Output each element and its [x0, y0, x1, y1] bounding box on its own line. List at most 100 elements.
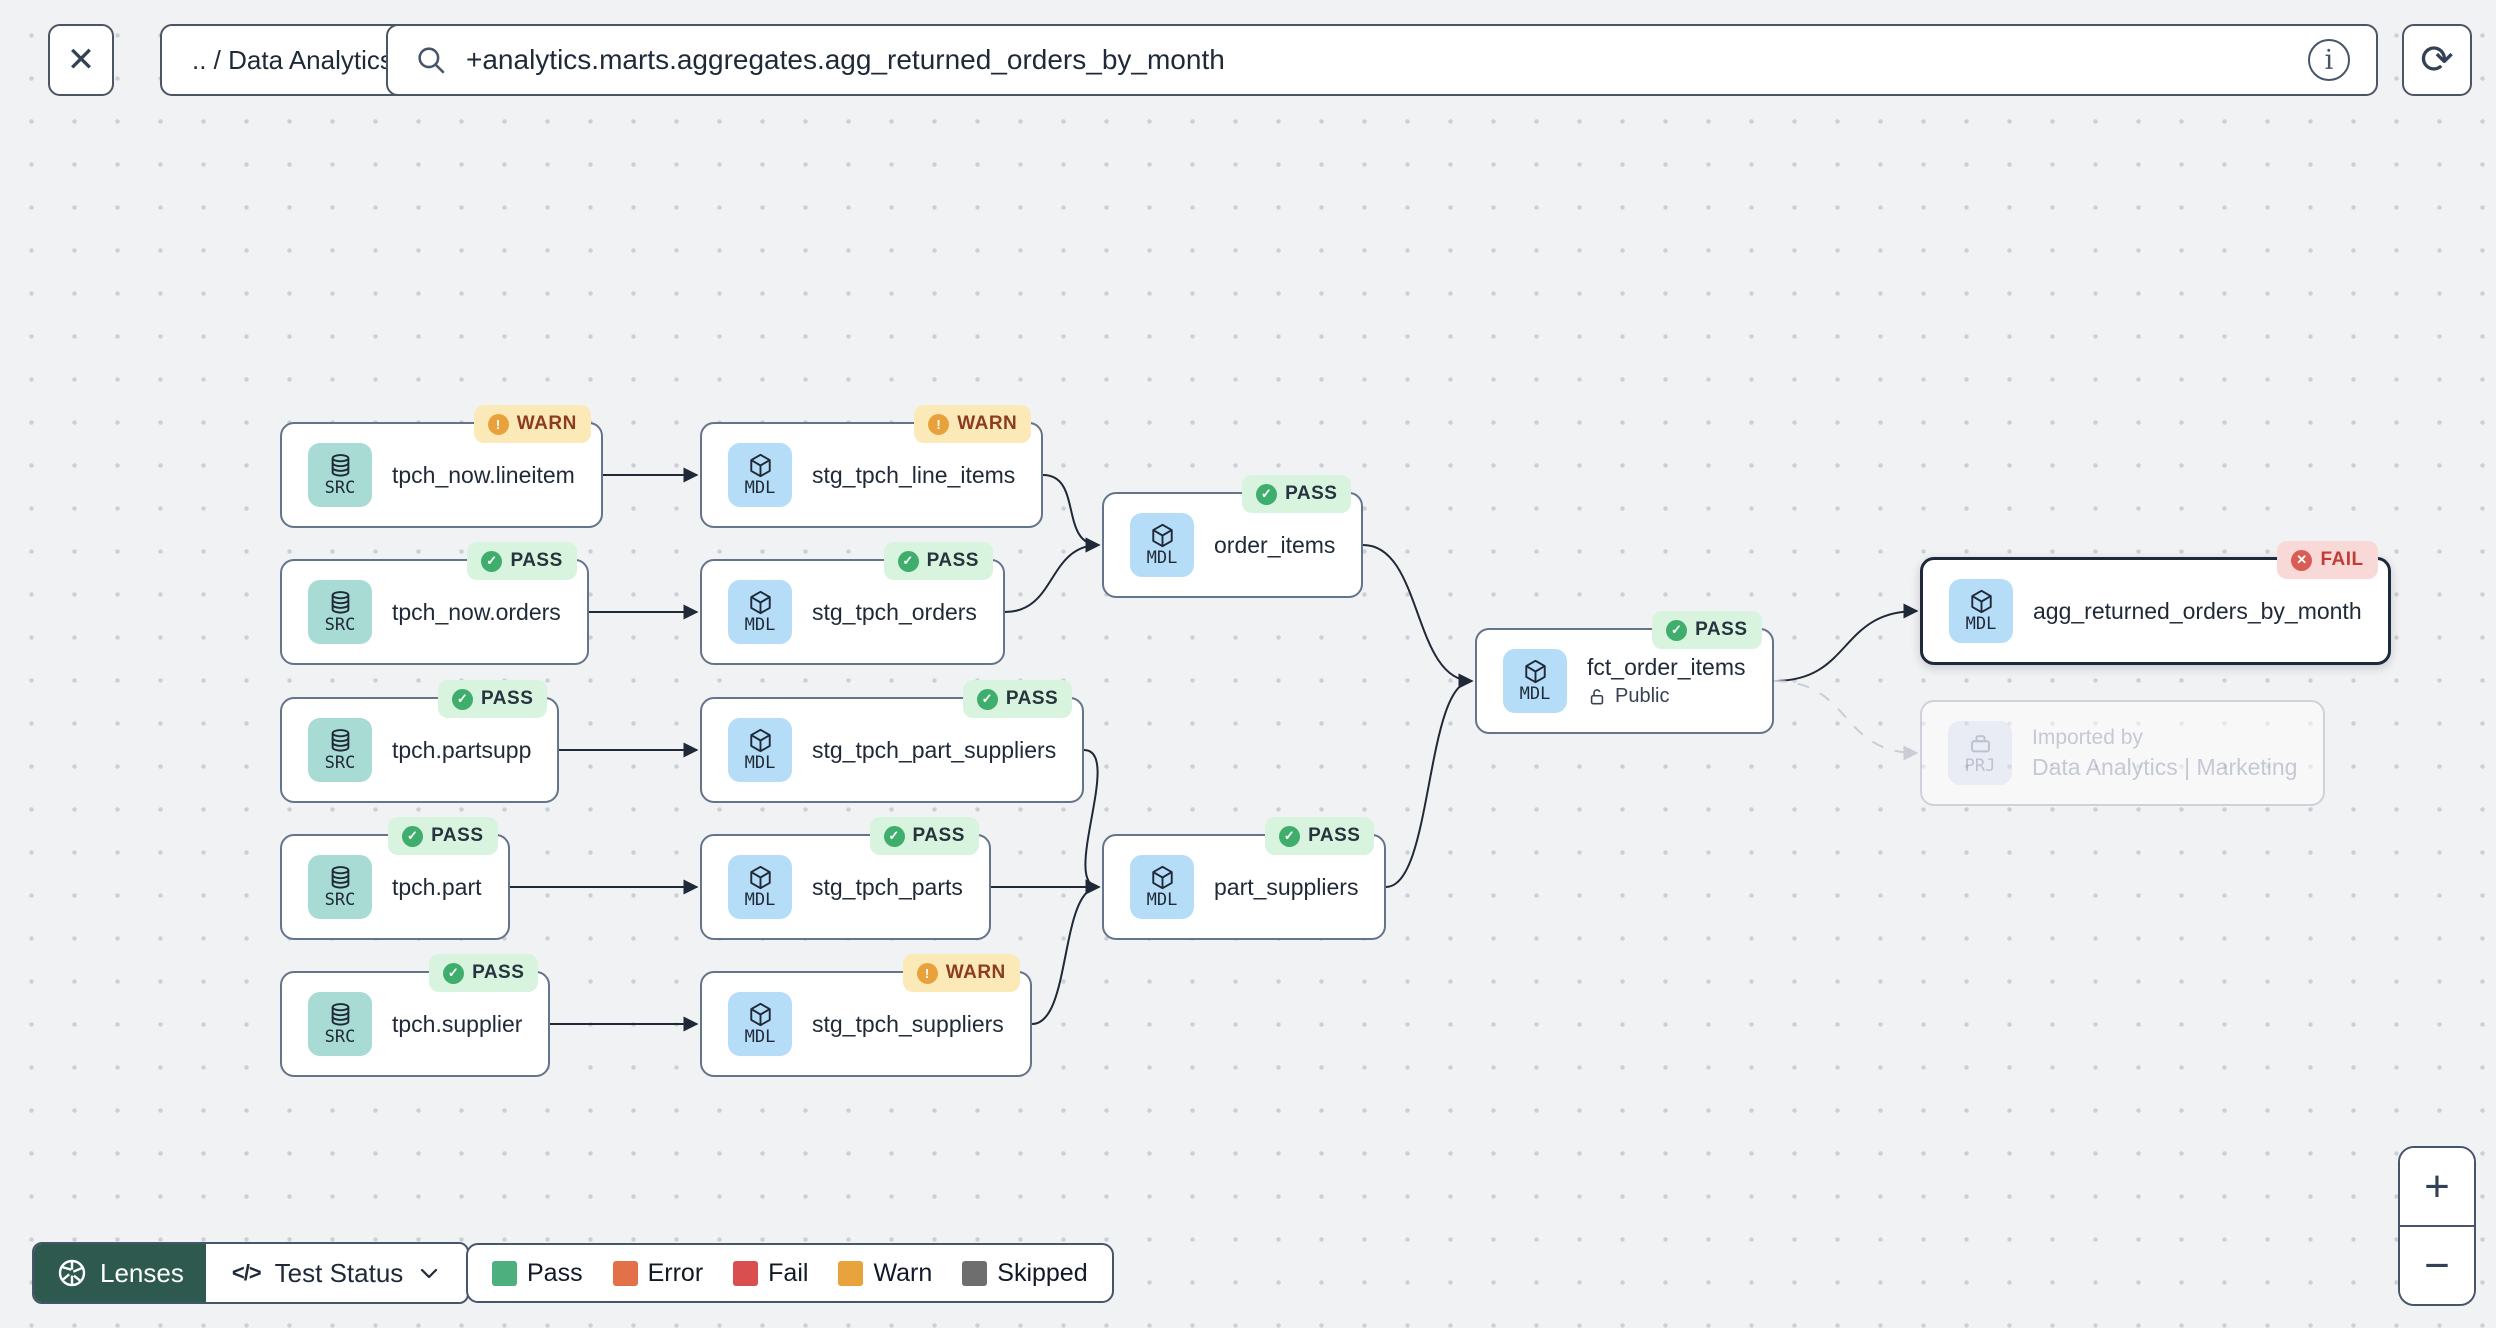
status-dot-icon: ✓: [1279, 825, 1301, 847]
graph-node-src_partsupp[interactable]: ✓PASS SRC tpch.partsupp: [280, 680, 560, 803]
zoom-out-button[interactable]: −: [2400, 1227, 2474, 1304]
cube-icon: MDL: [728, 443, 792, 507]
node-label: tpch.supplier: [392, 1010, 523, 1037]
status-badge-label: PASS: [1285, 483, 1338, 504]
node-label: fct_order_items: [1587, 654, 1746, 680]
legend-label: Pass: [527, 1258, 583, 1287]
status-dot-icon: ✓: [976, 688, 998, 710]
node-label: tpch_now.orders: [392, 598, 561, 625]
status-badge-label: PASS: [1005, 688, 1059, 709]
status-badge-label: PASS: [1695, 619, 1748, 640]
zoom-in-button[interactable]: +: [2400, 1148, 2474, 1227]
briefcase-icon: PRJ: [1948, 721, 2012, 785]
database-icon: SRC: [308, 443, 372, 507]
status-badge-label: PASS: [510, 550, 563, 571]
cube-icon: MDL: [1949, 579, 2013, 643]
status-dot-icon: ✕: [2291, 549, 2313, 571]
refresh-button[interactable]: ⟳: [2402, 24, 2472, 96]
node-type-label: SRC: [324, 1027, 356, 1047]
node-type-label: MDL: [1965, 614, 1997, 634]
status-badge-label: PASS: [431, 825, 484, 846]
breadcrumb[interactable]: .. / Data Analytics: [160, 24, 425, 96]
node-labels: tpch.part: [392, 874, 482, 901]
node-label: agg_returned_orders_by_month: [2033, 597, 2362, 624]
status-badge-pass: ✓PASS: [438, 680, 548, 718]
legend-item-warn: Warn: [838, 1259, 932, 1288]
status-badge-label: PASS: [1308, 825, 1361, 846]
status-badge-label: FAIL: [2320, 549, 2364, 570]
legend-swatch: [492, 1260, 517, 1286]
cube-icon: MDL: [728, 580, 792, 644]
node-type-label: MDL: [1146, 890, 1178, 910]
status-badge-pass: ✓PASS: [429, 954, 539, 992]
cube-icon: MDL: [1503, 649, 1567, 713]
legend-label: Fail: [768, 1258, 809, 1287]
edge-stg_suppliers-to-part_suppliers: [1031, 879, 1101, 1025]
node-labels: tpch_now.orders: [392, 599, 561, 626]
legend-item-error: Error: [612, 1259, 703, 1288]
database-icon: SRC: [308, 992, 372, 1056]
node-label: stg_tpch_orders: [812, 598, 977, 625]
node-type-label: MDL: [744, 1027, 776, 1047]
node-type-label: PRJ: [1964, 756, 1996, 776]
lenses-button[interactable]: Lenses: [34, 1244, 206, 1302]
database-icon: SRC: [308, 580, 372, 644]
status-dot-icon: ✓: [402, 825, 424, 847]
node-labels: order_items: [1214, 532, 1335, 559]
search-box[interactable]: i: [386, 24, 2378, 96]
status-badge-pass: ✓ PASS: [1265, 817, 1375, 855]
graph-node-src_supplier[interactable]: ✓PASS SRC tpch.supplier: [280, 954, 551, 1077]
info-icon[interactable]: i: [2308, 39, 2350, 81]
node-sublabel: Data Analytics | Marketing: [2032, 753, 2298, 780]
close-button[interactable]: ✕: [48, 24, 114, 96]
status-dot-icon: !: [928, 413, 950, 435]
status-badge-label: PASS: [472, 962, 525, 983]
cube-icon: MDL: [728, 992, 792, 1056]
node-label: tpch_now.lineitem: [392, 461, 575, 488]
graph-node-agg_returned[interactable]: ✕ FAIL MDL agg_returned_orders_by_month: [1920, 541, 2391, 665]
database-icon: SRC: [308, 718, 372, 782]
node-type-label: MDL: [744, 753, 776, 773]
legend-item-skipped: Skipped: [962, 1259, 1088, 1288]
node-type-label: MDL: [744, 478, 776, 498]
lens-selector[interactable]: </> Test Status: [205, 1244, 468, 1302]
status-badge-label: PASS: [912, 825, 965, 846]
node-label: stg_tpch_line_items: [812, 461, 1016, 488]
search-input[interactable]: [466, 44, 2290, 76]
status-badge-pass: ✓ PASS: [962, 680, 1073, 718]
status-badge-fail: ✕ FAIL: [2277, 541, 2378, 579]
node-type-label: MDL: [1519, 684, 1551, 704]
node-type-label: SRC: [324, 890, 356, 910]
node-labels: stg_tpch_orders: [812, 599, 977, 626]
status-badge-label: PASS: [481, 688, 534, 709]
graph-node-src_part[interactable]: ✓ PASS SRC tpch.part: [280, 817, 510, 940]
cube-icon: MDL: [728, 855, 792, 919]
graph-node-stg_line_items[interactable]: !WARN MDL stg_tpch_line_items: [700, 405, 1044, 528]
node-label: tpch.partsupp: [392, 736, 532, 763]
status-dot-icon: !: [916, 962, 938, 984]
status-dot-icon: ✓: [897, 550, 919, 572]
node-labels: tpch.supplier: [392, 1011, 522, 1038]
node-labels: stg_tpch_parts: [812, 874, 963, 901]
edge-fct_order_items-to-prj_imported: [1773, 680, 1919, 761]
status-badge-warn: !WARN: [914, 405, 1032, 443]
status-badge-warn: !WARN: [902, 954, 1020, 992]
node-labels: agg_returned_orders_by_month: [2033, 598, 2362, 625]
edge-fct_order_items-to-agg_returned: [1773, 603, 1919, 682]
legend-swatch: [838, 1260, 864, 1286]
node-labels: tpch.partsupp: [392, 737, 531, 764]
